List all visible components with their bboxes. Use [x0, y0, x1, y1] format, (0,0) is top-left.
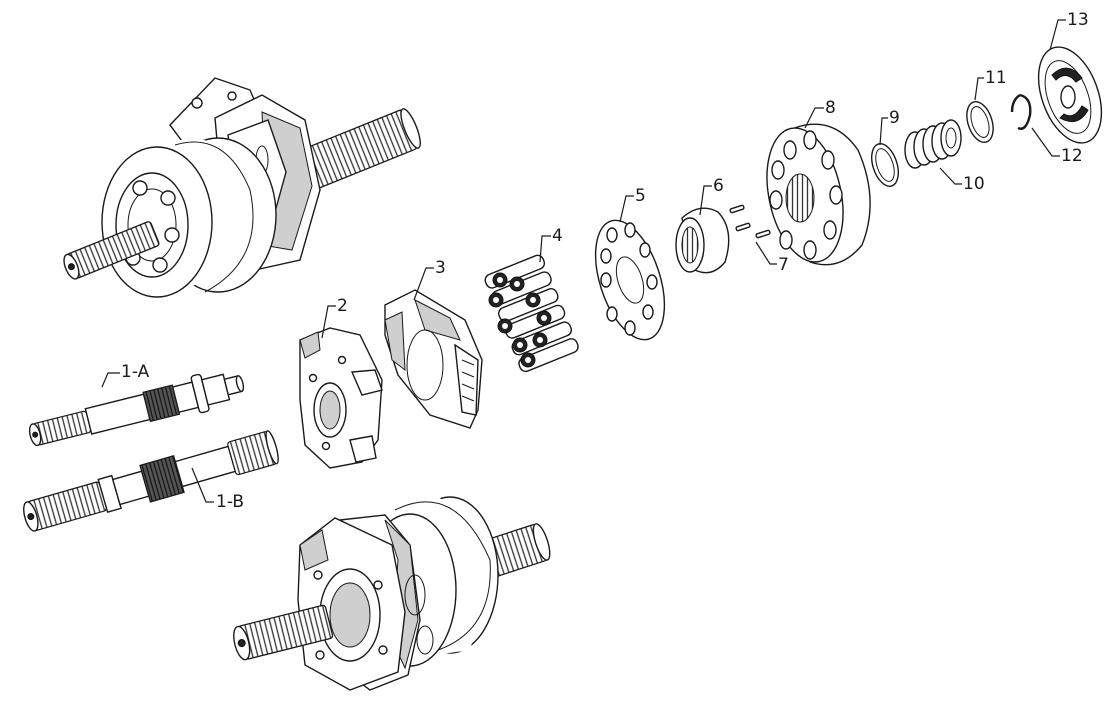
label-11: 11 — [985, 68, 1007, 88]
shaft-1a — [28, 373, 245, 447]
part-7-pins — [729, 204, 771, 239]
leader-lines — [101, 19, 1066, 503]
part-5-retainer-plate — [594, 219, 666, 341]
part-6-ball-guide — [675, 207, 730, 274]
label-1a: 1-A — [121, 362, 150, 382]
assembled-pump-top — [63, 77, 421, 298]
label-7: 7 — [778, 255, 789, 275]
part-4-pistons — [484, 254, 579, 373]
part-8-cylinder-block — [766, 123, 871, 266]
part-12-snap-ring — [1010, 93, 1032, 130]
part-11-washer — [966, 100, 994, 144]
label-2: 2 — [337, 296, 348, 316]
part-3-swashplate — [384, 289, 483, 429]
label-3: 3 — [435, 258, 446, 278]
label-5: 5 — [635, 186, 646, 206]
label-10: 10 — [963, 174, 985, 194]
part-10-spring — [904, 119, 962, 169]
label-13: 13 — [1067, 10, 1089, 30]
shaft-1b — [23, 430, 279, 532]
label-9: 9 — [889, 108, 900, 128]
label-1b: 1-B — [216, 492, 245, 512]
label-12: 12 — [1061, 146, 1083, 166]
label-6: 6 — [713, 176, 724, 196]
label-8: 8 — [825, 98, 836, 118]
label-4: 4 — [552, 226, 563, 246]
part-2-cradle — [299, 327, 383, 469]
part-13-valve-plate — [1037, 46, 1103, 144]
assembled-pump-bottom — [233, 496, 551, 691]
part-9-ring — [871, 143, 899, 187]
